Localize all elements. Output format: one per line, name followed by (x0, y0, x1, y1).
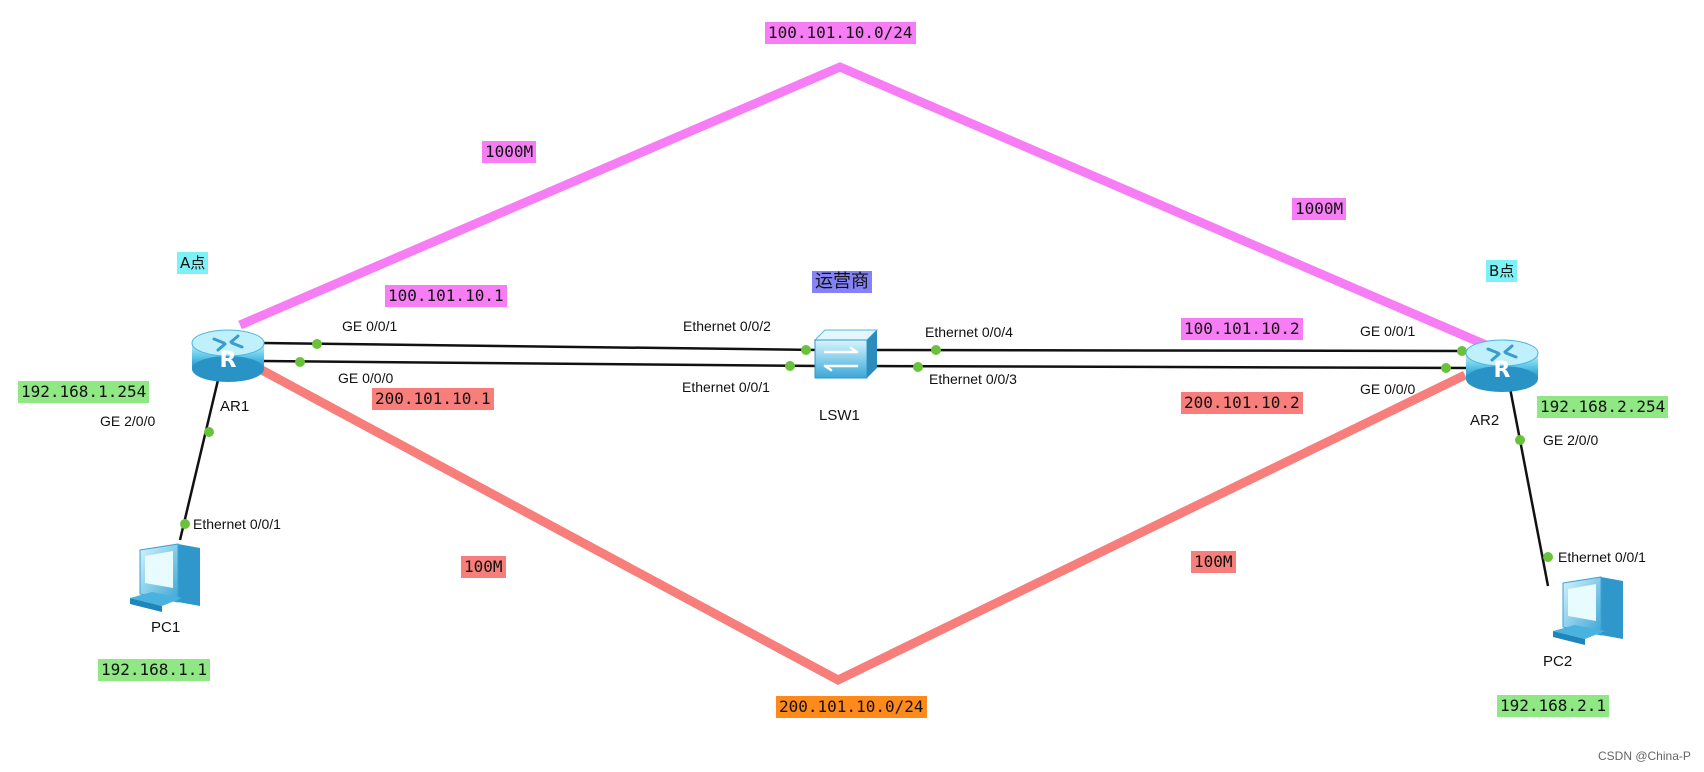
port-dots (180, 339, 1553, 562)
pc-icon[interactable] (130, 543, 200, 612)
cable-ar1-pc1 (178, 379, 220, 541)
dot-pc2-e001 (1543, 552, 1553, 562)
svg-text:R: R (220, 348, 237, 373)
pc-icon[interactable] (1553, 576, 1623, 645)
port-label-lsw1-e003: Ethernet 0/0/3 (929, 371, 1017, 387)
link-1000m-top (238, 62, 1488, 350)
router-icon[interactable]: R (191, 329, 265, 382)
port-label-pc2-e001: Ethernet 0/0/1 (1558, 549, 1646, 565)
link-speed-label: 100M (461, 556, 506, 578)
port-label-lsw1-e004: Ethernet 0/0/4 (925, 324, 1013, 340)
ip-label-ar2-lan: 192.168.2.254 (1537, 396, 1669, 418)
dot-ar1-ge001 (312, 339, 322, 349)
cable-lsw1-e003-ar2-ge000 (867, 364, 1473, 370)
dot-lsw1-e004 (931, 345, 941, 355)
link-speed-label: 1000M (482, 141, 537, 163)
ip-label-ar1-ge001: 100.101.10.1 (385, 285, 507, 307)
ip-label-pc2: 192.168.2.1 (1497, 695, 1609, 717)
cable-ar2-pc2 (1508, 387, 1550, 587)
port-label-ar1-ge001: GE 0/0/1 (342, 318, 398, 334)
site-label-a: A点 (177, 252, 209, 274)
router-icon[interactable]: R (1465, 339, 1539, 392)
dot-lsw1-e003 (913, 362, 923, 372)
dot-ar2-ge001 (1457, 346, 1467, 356)
port-label-ar2-ge001: GE 0/0/1 (1360, 323, 1416, 339)
site-label-b: B点 (1486, 260, 1518, 282)
port-label-pc1-e001: Ethernet 0/0/1 (193, 516, 281, 532)
port-label-lsw1-e001: Ethernet 0/0/1 (682, 379, 770, 395)
dot-lsw1-e002 (801, 345, 811, 355)
dot-lsw1-e001 (785, 361, 795, 371)
ip-label-pc1: 192.168.1.1 (98, 659, 210, 681)
link-100m-bottom (255, 364, 1467, 686)
dot-ar2-ge000 (1441, 363, 1451, 373)
port-label-ar2-ge200: GE 2/0/0 (1543, 432, 1599, 448)
device-label-ar2: AR2 (1470, 412, 1500, 429)
isp-label: 运营商 (812, 271, 872, 293)
device-label-pc1: PC1 (151, 619, 181, 636)
ip-label-ar2-ge001: 100.101.10.2 (1181, 318, 1303, 340)
subnet-label-bottom: 200.101.10.0/24 (776, 696, 927, 718)
ip-label-ar1-ge000: 200.101.10.1 (372, 388, 494, 410)
port-label-ar2-ge000: GE 0/0/0 (1360, 381, 1416, 397)
watermark: CSDN @China-P (1598, 749, 1691, 763)
port-label-lsw1-e002: Ethernet 0/0/2 (683, 318, 771, 334)
switch-icon[interactable] (813, 329, 879, 379)
link-speed-label: 1000M (1292, 198, 1347, 220)
ip-label-ar2-ge000: 200.101.10.2 (1181, 392, 1303, 414)
dot-pc1-e001 (180, 519, 190, 529)
device-label-lsw1: LSW1 (819, 407, 860, 424)
cable-ar1-ge001-lsw1-e002 (261, 341, 821, 352)
device-label-ar1: AR1 (220, 398, 250, 415)
port-label-ar1-ge000: GE 0/0/0 (338, 370, 394, 386)
subnet-label-top: 100.101.10.0/24 (765, 22, 916, 44)
dot-ar2-ge200 (1515, 435, 1525, 445)
dot-ar1-ge200 (204, 427, 214, 437)
svg-text:R: R (1494, 358, 1511, 383)
cable-lsw1-e004-ar2-ge001 (867, 348, 1473, 353)
port-label-ar1-ge200: GE 2/0/0 (100, 413, 156, 429)
link-speed-label: 100M (1191, 551, 1236, 573)
device-label-pc2: PC2 (1543, 653, 1573, 670)
dot-ar1-ge000 (295, 357, 305, 367)
ip-label-ar1-lan: 192.168.1.254 (18, 381, 150, 403)
cable-ar1-ge000-lsw1-e001 (261, 359, 821, 368)
